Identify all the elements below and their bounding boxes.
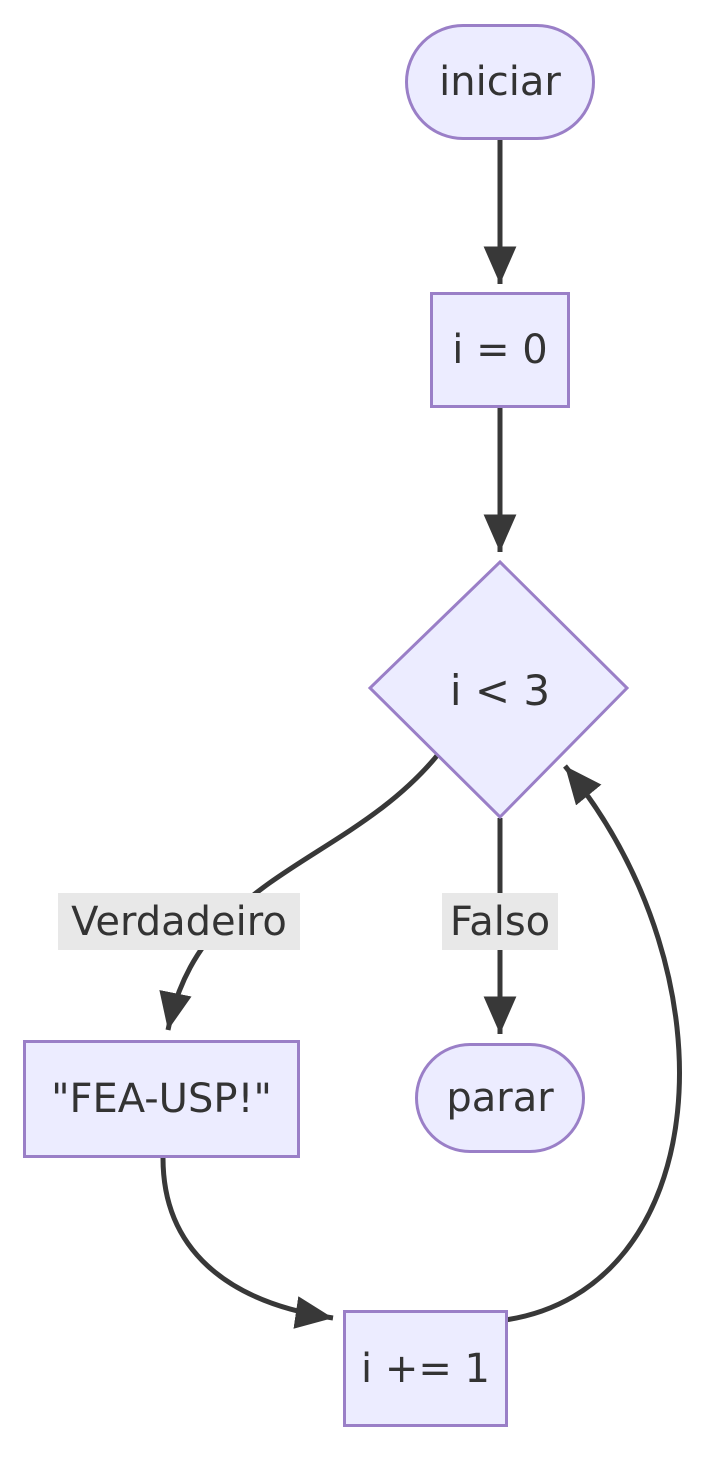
node-increment-i: i += 1 [343,1310,508,1427]
decision-diamond-shape [367,559,630,820]
node-inc-label: i += 1 [360,1345,491,1392]
node-start-label: iniciar [439,59,561,105]
node-print-fea-usp: "FEA-USP!" [23,1040,300,1158]
node-cond-label: i < 3 [449,665,551,715]
node-stop-parar: parar [415,1043,585,1153]
edge-cond-to-print-true [159,750,442,1031]
node-assign-i-0: i = 0 [430,292,570,408]
node-init-label: i = 0 [452,327,548,373]
node-decision-i-less-3: i < 3 [400,655,600,725]
edge-label-true-text: Verdadeiro [71,898,287,945]
node-start-iniciar: iniciar [405,24,595,140]
edge-label-false-text: Falso [449,898,551,945]
edge-label-verdadeiro: Verdadeiro [58,893,300,950]
node-print-label: "FEA-USP!" [51,1076,272,1122]
edge-label-falso: Falso [442,893,558,950]
edge-inc-to-cond-loop [504,764,682,1323]
edge-print-to-inc [160,1157,334,1329]
node-stop-label: parar [446,1075,554,1121]
